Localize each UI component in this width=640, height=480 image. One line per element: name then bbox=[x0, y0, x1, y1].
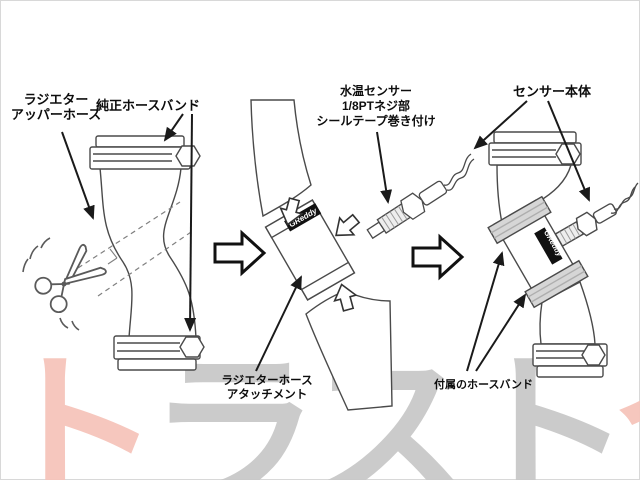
water-temp-sensor-drawing bbox=[366, 153, 475, 240]
arrow-stock-clamp-bottom bbox=[184, 113, 197, 332]
label-water-temp-sensor: 水温センサー 1/8PTネジ部 シールテープ巻き付け bbox=[316, 84, 436, 128]
included-hose-band-top bbox=[487, 195, 552, 245]
arrow-sensor-body-left bbox=[473, 100, 528, 150]
pointer-arrows bbox=[61, 100, 590, 372]
scissors-motion-marks bbox=[22, 237, 80, 331]
stock-clamp-screw-top bbox=[175, 145, 201, 167]
stock-clamp-screw-bottom bbox=[179, 336, 205, 358]
arrow-included-band-2 bbox=[475, 293, 527, 372]
radiator-upper-hose-drawing bbox=[77, 135, 205, 371]
installed-attachment: GReddy bbox=[487, 195, 589, 309]
cut-hose-upper-piece bbox=[250, 99, 312, 218]
step-arrow-1 bbox=[213, 229, 267, 277]
label-included-hose-clamp: 付属のホースバンド bbox=[434, 379, 533, 391]
watermark-char: 企 bbox=[619, 332, 640, 480]
label-radiator-upper-hose: ラジエター アッパーホース bbox=[10, 92, 102, 122]
arrow-sensor-thread bbox=[376, 131, 393, 204]
label-hose-attachment: ラジエターホース アタッチメント bbox=[221, 375, 313, 401]
insert-arrow-sensor bbox=[335, 213, 361, 237]
assembled-hose-drawing: GReddy bbox=[487, 131, 639, 378]
step-arrow-2 bbox=[411, 233, 465, 281]
sensor-wire bbox=[443, 153, 475, 191]
cut-line-dashed bbox=[77, 201, 195, 297]
installed-sensor-wire bbox=[610, 182, 639, 214]
included-hose-band-bottom bbox=[524, 259, 589, 309]
insert-arrow-bottom bbox=[333, 283, 358, 312]
cut-hose-lower-piece bbox=[305, 290, 393, 411]
installed-sensor bbox=[554, 203, 618, 248]
label-stock-hose-clamp: 純正ホースバンド bbox=[96, 98, 201, 113]
arrow-included-band-1 bbox=[466, 251, 505, 372]
arrow-attachment bbox=[255, 275, 302, 372]
scissors-icon bbox=[22, 237, 107, 331]
insert-arrow-top bbox=[279, 197, 304, 226]
label-sensor-body: センサー本体 bbox=[513, 84, 592, 99]
arrow-sensor-body-right bbox=[547, 100, 590, 202]
arrow-upper-hose bbox=[61, 131, 95, 220]
arrow-stock-clamp-top bbox=[163, 113, 184, 142]
